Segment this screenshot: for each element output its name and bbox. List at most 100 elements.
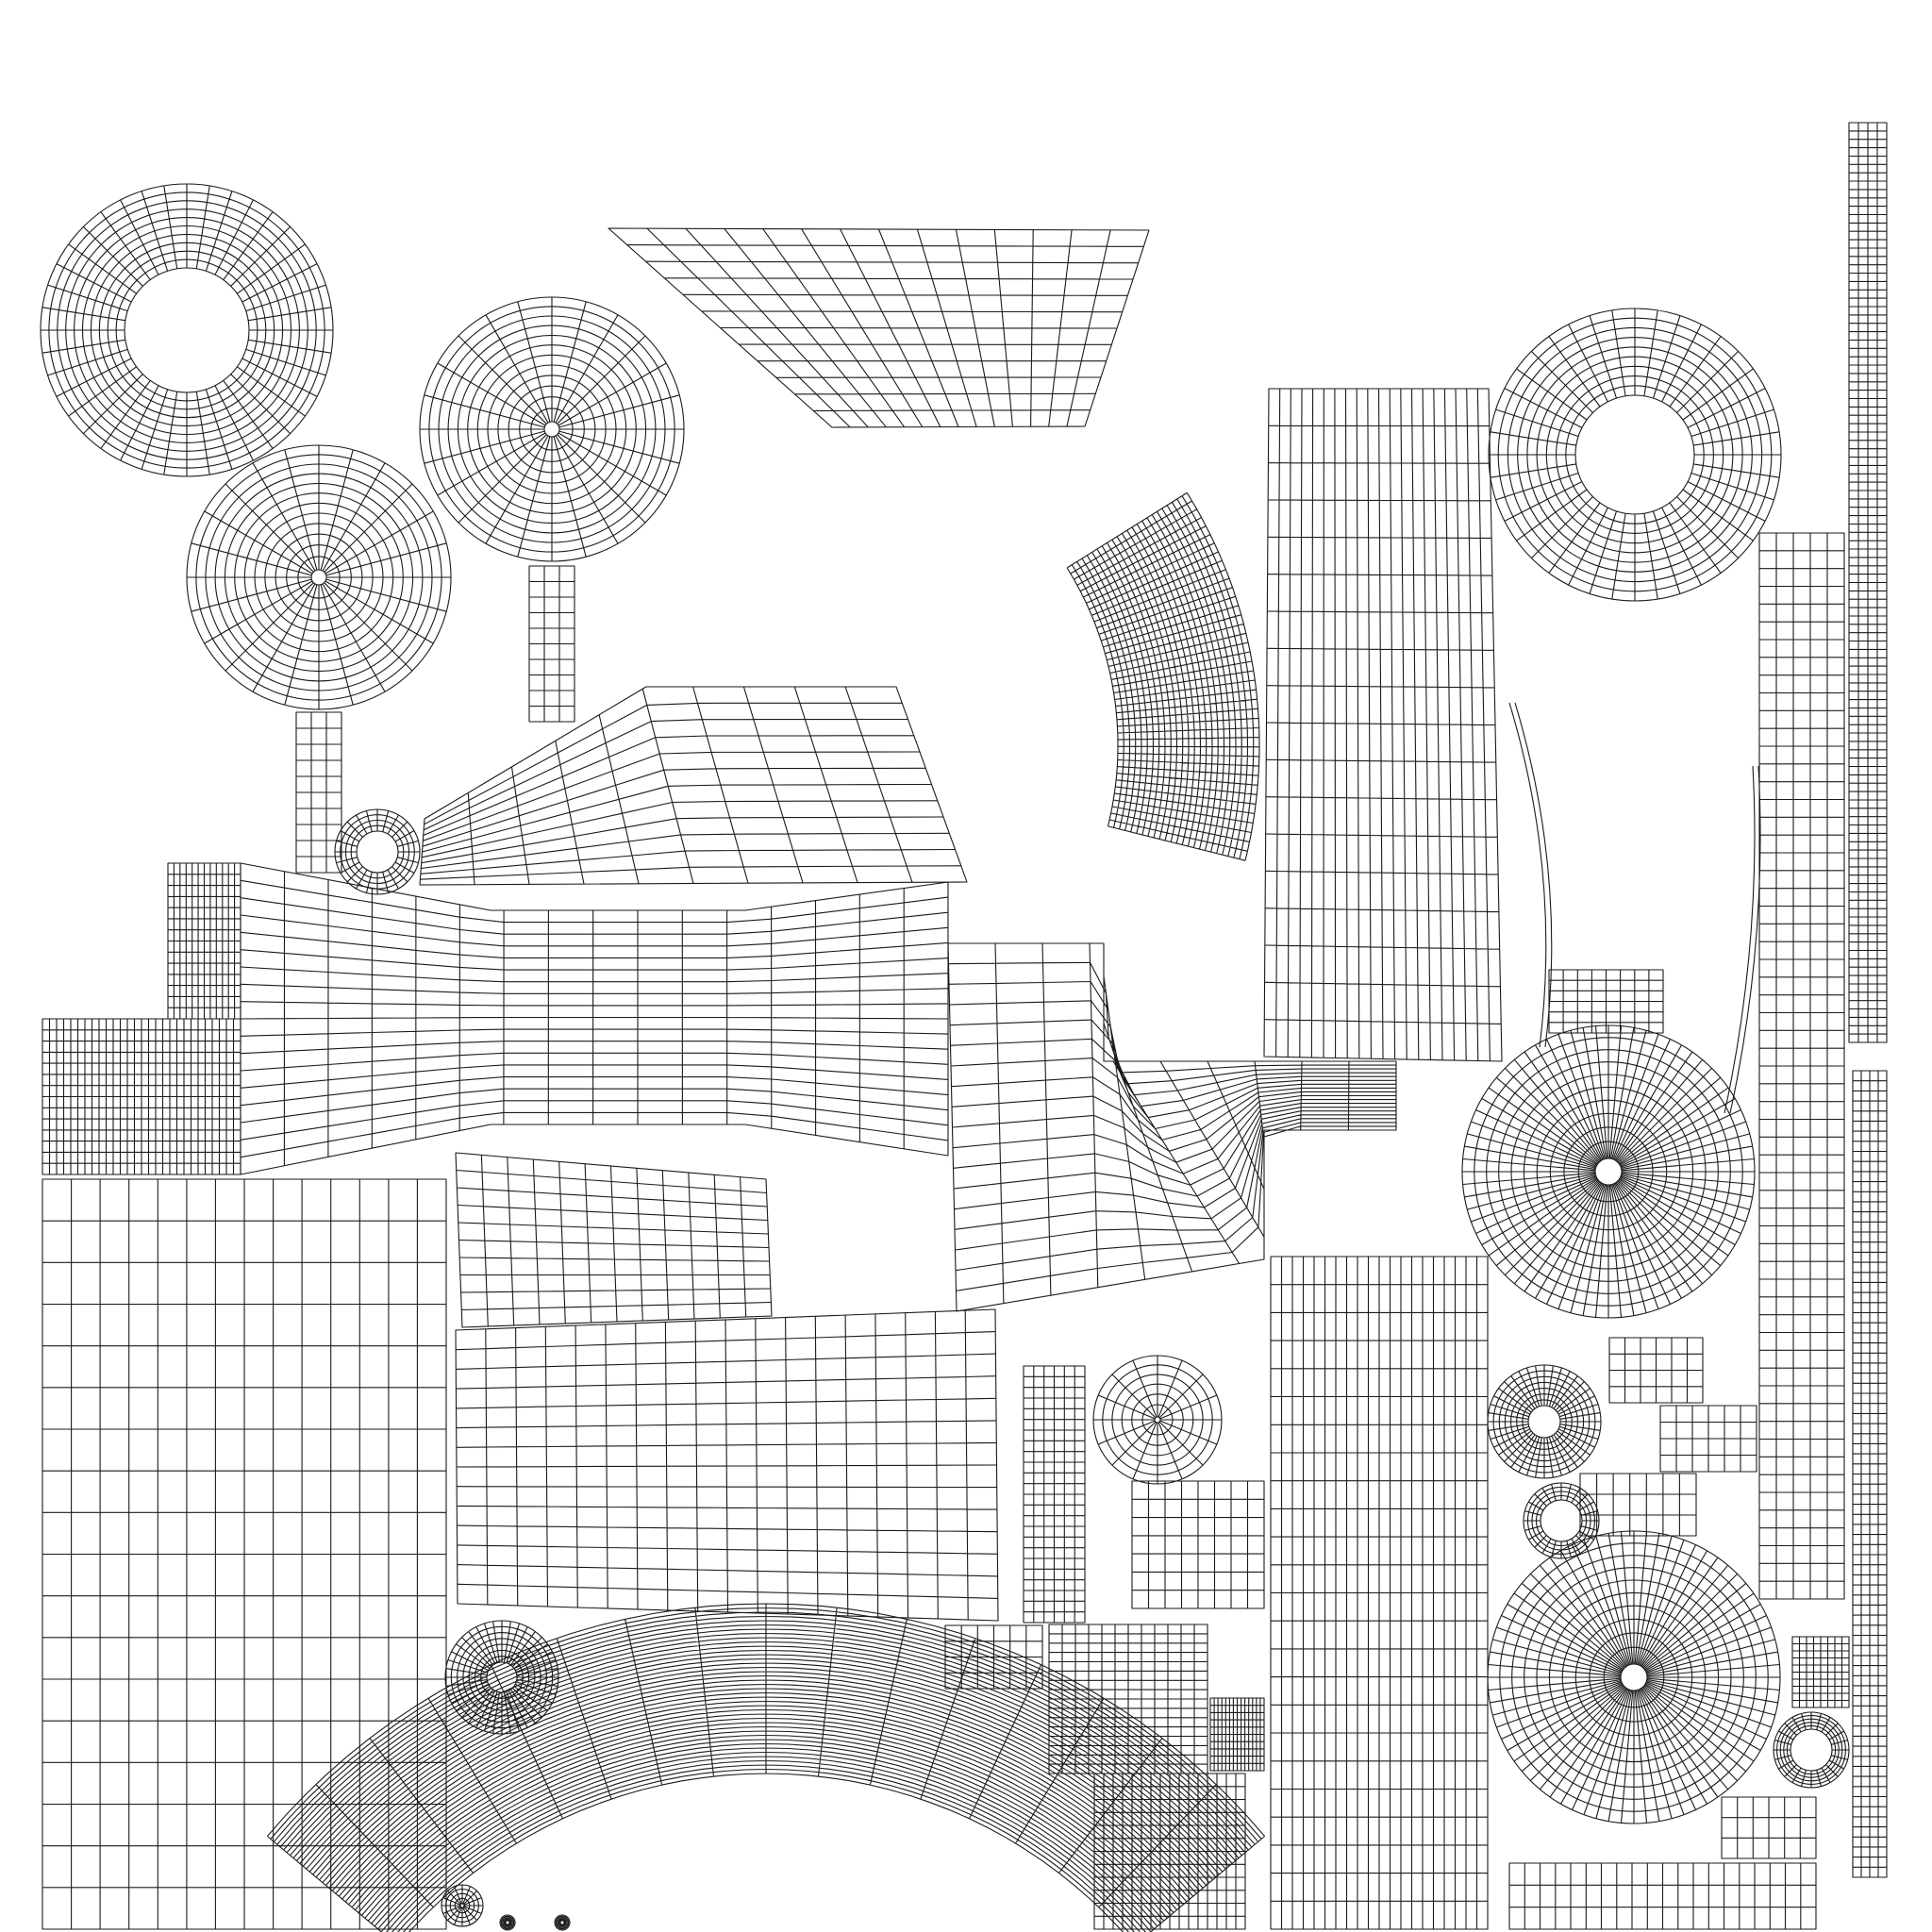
disc-spokes: [1462, 1025, 1755, 1318]
grid-lines: [627, 228, 1144, 427]
grid-lines: [241, 872, 948, 1166]
island-outline: [1132, 1481, 1264, 1608]
round-paddle: [187, 445, 451, 873]
ring-spokes: [41, 184, 333, 476]
curved-band: [1067, 492, 1259, 860]
curved-band: [267, 1604, 1264, 1932]
block-panel: [948, 943, 1396, 1311]
grid-lines: [1660, 1406, 1757, 1472]
tall-strip: [1849, 123, 1887, 1042]
spoke-disc: [1093, 1356, 1222, 1484]
grid-lines: [1094, 1774, 1245, 1929]
ring-disc: [1524, 1483, 1599, 1558]
grid-lines: [1024, 1366, 1085, 1623]
ring-disc: [41, 184, 333, 476]
island-outline: [1264, 389, 1502, 1061]
grid-lines: [42, 1019, 241, 1174]
island-outline: [1853, 1071, 1887, 1877]
island-outline: [948, 943, 1396, 1311]
grid-lines: [1509, 1863, 1816, 1929]
ring-spokes: [1774, 1712, 1849, 1788]
grid-lines: [420, 687, 960, 885]
disc-spokes: [441, 1885, 483, 1926]
small-patch: [1132, 1481, 1264, 1608]
ring-disc: [335, 809, 420, 894]
ring-disc: [1489, 308, 1781, 601]
disc-spokes: [555, 1915, 570, 1930]
ring-spokes: [1489, 308, 1781, 601]
spoke-disc: [1462, 1025, 1755, 1318]
grid-lines: [949, 943, 1397, 1304]
ring-spokes: [1488, 1365, 1601, 1478]
tiny-disc: [555, 1915, 570, 1930]
island-outline: [1849, 123, 1887, 1042]
small-patch: [1580, 1474, 1696, 1536]
grid-lines: [1549, 970, 1663, 1033]
disc-spokes: [500, 1915, 515, 1930]
tiny-disc: [441, 1885, 483, 1926]
ring-disc: [1774, 1712, 1849, 1788]
arc-grid-lines: [1067, 492, 1259, 860]
grid-lines: [1580, 1474, 1696, 1536]
tiny-disc: [500, 1915, 515, 1930]
small-patch: [1210, 1698, 1264, 1771]
grid-lines: [1792, 1637, 1849, 1707]
disc-spokes: [187, 445, 451, 709]
sliver-edge: [1515, 703, 1552, 1047]
small-patch: [1722, 1797, 1816, 1858]
ring-spokes: [335, 809, 420, 894]
grid-lines: [1722, 1797, 1816, 1858]
grid-lines: [456, 1310, 998, 1620]
sliver-edge: [1509, 703, 1546, 1047]
grid-lines: [1849, 123, 1887, 1042]
thin-sliver: [1724, 766, 1760, 1113]
grid-lines: [1264, 389, 1501, 1061]
small-patch: [1024, 1366, 1085, 1623]
large-panel: [42, 1179, 446, 1929]
island-outline: [1210, 1698, 1264, 1771]
grid-lines: [1271, 1257, 1488, 1929]
small-patch: [945, 1625, 1042, 1689]
ring-disc: [1488, 1365, 1601, 1478]
small-patch: [1660, 1406, 1757, 1472]
island-outline: [1792, 1637, 1849, 1707]
arc-grid-lines: [267, 1604, 1264, 1932]
grid-lines: [457, 1155, 772, 1326]
grid-lines: [1049, 1624, 1208, 1774]
island-outline: [456, 1153, 772, 1327]
sliver-edge: [1724, 766, 1755, 1113]
small-patch: [1792, 1637, 1849, 1707]
grid-lines: [1609, 1338, 1703, 1403]
grid-lines: [529, 566, 575, 722]
sliver-edge: [1730, 766, 1760, 1113]
grid-lines: [168, 863, 241, 1019]
block-panel: [456, 1309, 998, 1621]
grid-lines: [1853, 1071, 1887, 1877]
uv-islands: [41, 123, 1887, 1932]
small-patch: [1509, 1863, 1816, 1929]
disc-spokes: [1093, 1356, 1222, 1484]
tapered-strip: [420, 687, 967, 885]
grid-lines: [296, 712, 341, 873]
small-patch: [1609, 1338, 1703, 1403]
small-patch: [1094, 1774, 1245, 1929]
tall-strip: [1853, 1071, 1887, 1877]
round-paddle: [420, 297, 684, 722]
grid-lines: [1759, 533, 1844, 1599]
grid-lines: [42, 1179, 446, 1929]
block-panel: [241, 863, 948, 1174]
tall-panel: [1271, 1257, 1488, 1929]
grid-lines: [1210, 1698, 1264, 1771]
thin-sliver: [1509, 703, 1552, 1047]
grid-lines: [945, 1625, 1042, 1689]
island-outline: [241, 863, 948, 1174]
tapered-strip: [608, 228, 1149, 427]
disc-spokes: [1488, 1531, 1780, 1824]
spoke-disc: [1488, 1531, 1780, 1824]
disc-spokes: [420, 297, 684, 561]
block-panel: [456, 1153, 772, 1327]
tall-strip: [1759, 533, 1844, 1599]
tall-panel: [1264, 389, 1502, 1061]
